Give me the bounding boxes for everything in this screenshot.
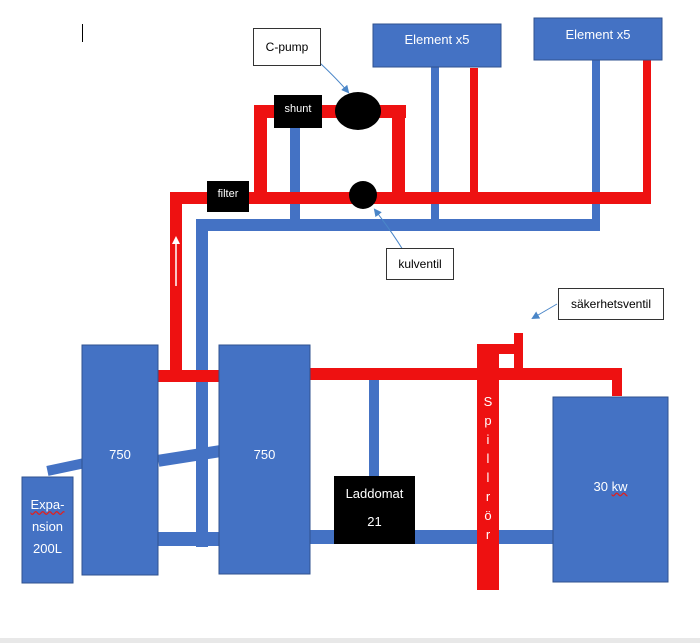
filter-unit: [207, 181, 249, 212]
blue-pipe-element-left: [431, 66, 439, 226]
tank-750-left: [81, 344, 159, 576]
tank-750-right: [218, 344, 311, 575]
red-pipe-boiler-drop: [612, 368, 622, 396]
cpump-callout-arrow: [319, 62, 350, 94]
laddomat-label-line1: Laddomat: [345, 486, 404, 501]
spillror-letter: l: [486, 451, 490, 466]
spillror-letter: r: [485, 527, 491, 542]
blue-pipe-tank-link: [157, 445, 221, 467]
sakerhetsventil-callout-arrow: [531, 303, 558, 320]
red-pipe-tank-link: [158, 370, 220, 382]
blue-pipe-laddomat-top: [369, 378, 379, 476]
spillror-letter: r: [485, 489, 491, 504]
kulventil-callout-arrow: [373, 208, 404, 251]
element-label-left: Element x5: [404, 31, 470, 47]
page-bottom-edge: [0, 638, 700, 643]
spillror-letter: S: [483, 394, 493, 409]
blue-pipe-bottom-left: [158, 532, 220, 546]
laddomat-label: Laddomat 21: [334, 480, 415, 536]
boiler-30kw: [552, 396, 669, 583]
spillror-letter: p: [484, 413, 492, 428]
spillror-label: S p i l l r ö r: [477, 388, 499, 548]
filter-label: filter: [217, 187, 239, 200]
element-box-right: [533, 17, 663, 61]
tank-750-left-label: 750: [109, 446, 131, 462]
callout-arrows: [319, 62, 558, 320]
red-pipe-element-left: [470, 68, 478, 196]
cpump-label: C-pump: [253, 28, 321, 66]
boiler-label: 30 kw: [553, 472, 668, 500]
c-pump: [335, 92, 381, 130]
boiler-unit: kw: [611, 478, 628, 494]
spillror-valve-top: [514, 333, 523, 371]
flow-arrow-icon: [172, 236, 180, 286]
kulventil-valve: [349, 181, 377, 209]
expansion-label-line1: Expa-: [30, 497, 65, 512]
spillror-valve-stem: [477, 344, 523, 354]
spillror-letter: l: [486, 470, 490, 485]
tank-750-right-label: 750: [253, 446, 276, 462]
expansion-tank: [21, 476, 74, 584]
element-label-right: Element x5: [565, 26, 631, 42]
red-pipe-shunt-right-leg: [392, 105, 405, 193]
expansion-label: Expa- nsion 200L: [22, 494, 73, 560]
kulventil-label: kulventil: [386, 248, 454, 280]
blue-pipe-top-horizontal: [196, 219, 600, 231]
element-box-left: [372, 23, 502, 68]
laddomat-unit: [334, 476, 415, 544]
red-pipe-shunt-left-leg: [254, 105, 267, 193]
spillror-pipe: [477, 344, 499, 590]
expansion-label-line2: nsion: [31, 519, 64, 534]
blue-pipe-vertical-main: [196, 219, 208, 547]
red-pipe-vertical-main: [170, 192, 182, 382]
shunt-label: shunt: [284, 103, 312, 115]
blue-pipe-shunt-down: [290, 128, 300, 221]
blue-pipe-element-right: [592, 58, 600, 226]
red-pipe-top-horizontal: [170, 192, 651, 204]
red-pipe-element-right: [643, 60, 651, 196]
blue-pipe-expansion-link: [46, 458, 86, 476]
red-pipe-tank-to-boiler: [310, 368, 622, 380]
laddomat-label-line2: 21: [367, 514, 382, 529]
shunt-valve: [274, 95, 322, 128]
expansion-label-line3: 200L: [33, 541, 62, 556]
text-cursor: [82, 24, 83, 42]
spillror-letter: i: [486, 432, 490, 447]
boiler-value: 30: [593, 478, 608, 494]
spillror-letter: ö: [484, 508, 492, 523]
sakerhetsventil-label: säkerhetsventil: [558, 288, 664, 320]
